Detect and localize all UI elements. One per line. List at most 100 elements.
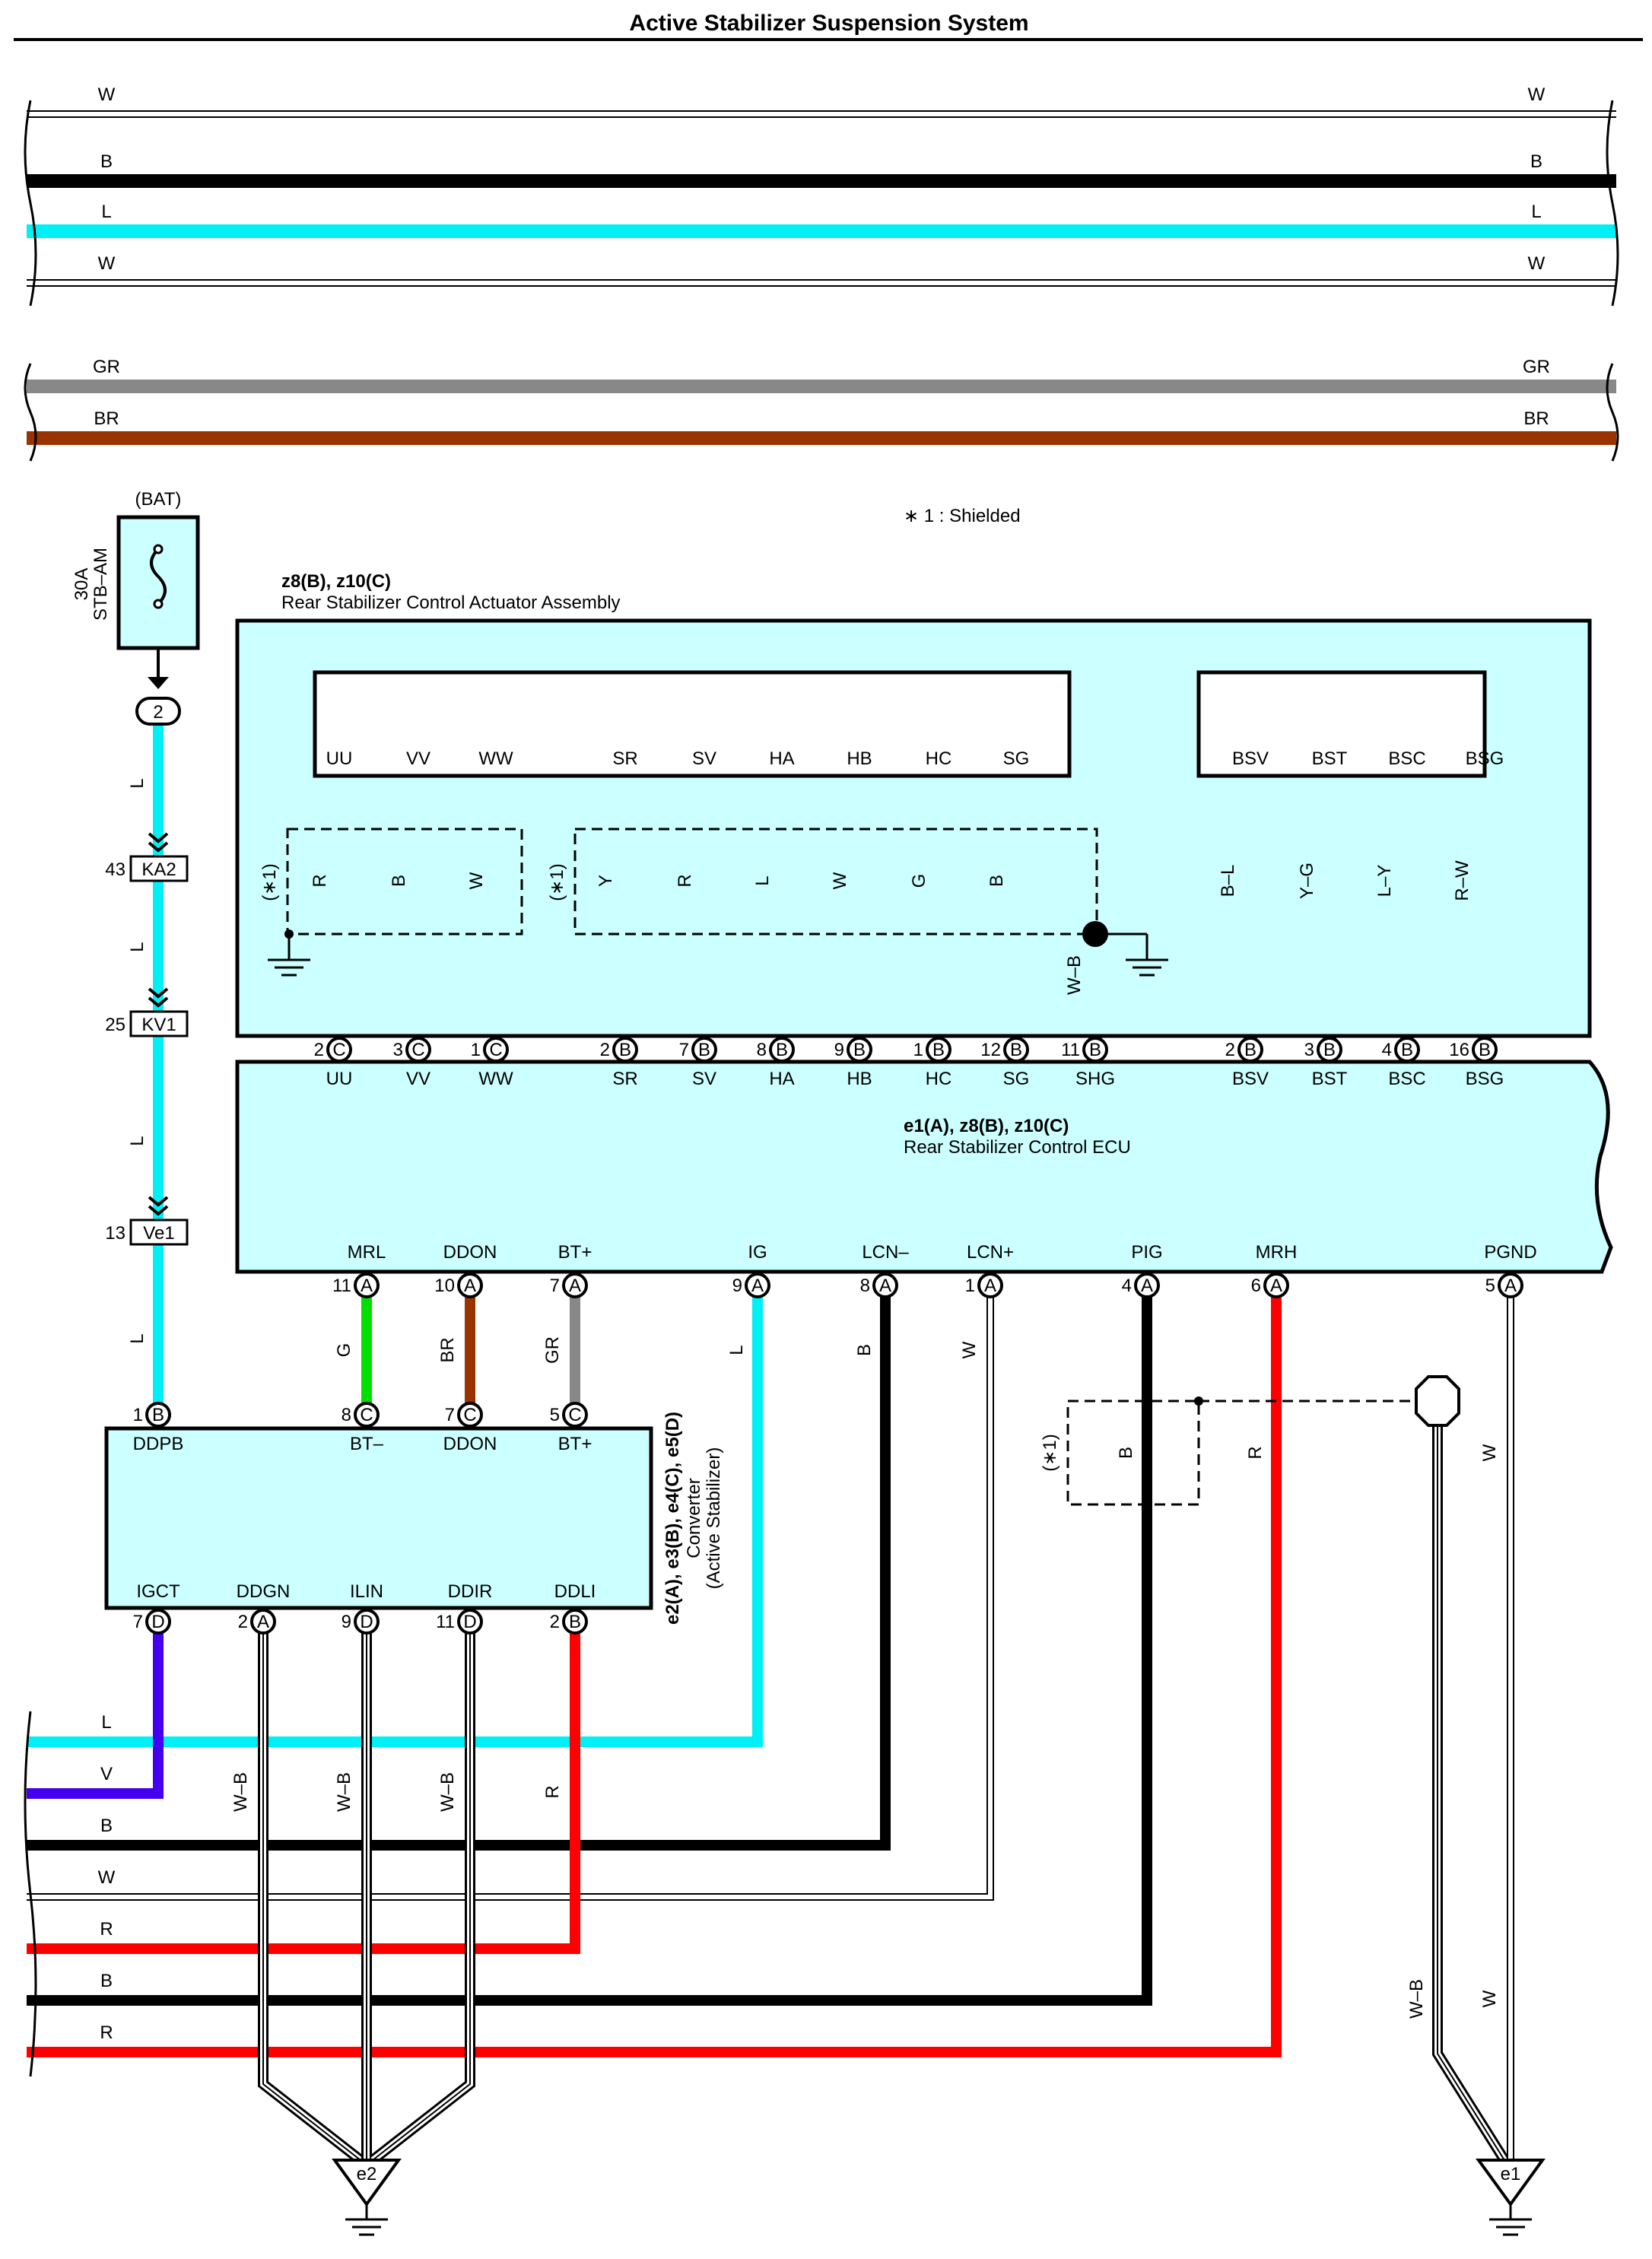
actuator-wire-color: R	[675, 874, 695, 887]
ecu-bottom-pin-2-conn-letter: A	[569, 1276, 581, 1296]
top-wire-label-left: W	[98, 253, 116, 274]
converter-top-pin-0-pin-number: 1	[133, 1405, 143, 1425]
top-wire-label-right: W	[1528, 253, 1546, 274]
wire-WB-2-core	[370, 1620, 473, 2163]
ecu-bottom-pin-0-pin-number: 11	[332, 1276, 351, 1296]
ecu-bottom-pin-6-conn-letter: A	[1141, 1276, 1153, 1296]
ecu-bottom-terminal-name: DDON	[443, 1242, 497, 1263]
e2-label: e2	[357, 2164, 377, 2184]
ecu-bottom-terminal-name: MRH	[1256, 1242, 1298, 1263]
break-right-mid	[1606, 363, 1619, 462]
actuator-wire-color: B	[389, 875, 409, 887]
converter-top-terminal-name: BT–	[350, 1434, 384, 1454]
wire-DDLI	[27, 1620, 580, 1954]
converter-top-pin-3-pin-number: 5	[550, 1405, 560, 1425]
ecu-pin-UU-circle	[326, 1037, 352, 1063]
ecu-pin-BSC-circle	[1394, 1037, 1420, 1063]
ecu-pin-HA-pin-number: 8	[757, 1040, 767, 1060]
chain-pin-number: 13	[105, 1223, 125, 1244]
actuator-terminal-name: HB	[847, 748, 872, 769]
ecu-pin-SR-pin-number: 2	[600, 1040, 610, 1060]
fuse-end-b	[153, 599, 164, 609]
ecu-bottom-pin-1-conn-letter: A	[464, 1276, 476, 1296]
converter-top-pin-0-conn-letter: B	[152, 1405, 164, 1425]
fuse-end-a	[153, 544, 164, 554]
ecu-pin-SHG-circle	[1082, 1037, 1108, 1063]
chain-junction-arrow	[148, 832, 169, 853]
wire-WB-0-stripe	[262, 1620, 361, 2161]
ecu-bottom-pin-3-pin-number: 9	[732, 1276, 742, 1296]
converter-top-terminal-name: DDPB	[133, 1434, 184, 1454]
top-wire-label-left: BR	[94, 408, 119, 429]
ecu-pin-VV-circle	[405, 1037, 431, 1063]
ecu-pin-HB-circle	[847, 1037, 872, 1063]
chain-connector-name: KV1	[141, 1015, 176, 1035]
ecu-terminal-name: UU	[326, 1069, 353, 1089]
wire-e1-WB	[1432, 1425, 1509, 2163]
ecu-bottom-pin-7-conn-letter: A	[1270, 1276, 1282, 1296]
converter-top-pin-2-conn-letter: C	[463, 1405, 476, 1425]
shield-label-b: (∗1)	[547, 863, 567, 901]
chain-pin-number: 43	[105, 859, 125, 880]
converter-top-terminal-name: DDON	[443, 1434, 497, 1454]
converter-bottom-pin-3-circle	[457, 1609, 483, 1635]
shield-octagon	[1415, 1375, 1460, 1427]
converter-bottom-terminal-name: IGCT	[136, 1581, 180, 1602]
chain-pin-number: 25	[105, 1015, 125, 1035]
ecu-pin-HC-conn-letter: B	[932, 1040, 945, 1060]
top-wire-label-left: W	[98, 84, 116, 105]
ecu-bottom-pin-7-pin-number: 6	[1251, 1276, 1261, 1296]
ecu-pin-BSV-circle	[1237, 1037, 1263, 1063]
ecu-pin-SHG-pin-number: 11	[1061, 1040, 1080, 1060]
ecu-terminal-name: BSG	[1466, 1069, 1504, 1089]
actuator-sensor-block	[1196, 670, 1487, 778]
wire-IGCT	[27, 1620, 164, 1799]
components-layer	[104, 515, 1613, 1610]
top-wire-label-left: L	[101, 202, 111, 222]
ecu-terminal-name: VV	[406, 1069, 430, 1089]
ecu-bottom-terminal-name: LCN+	[967, 1242, 1014, 1263]
ecu-bottom-pin-4-circle	[872, 1272, 898, 1298]
chain-connector	[129, 1218, 189, 1246]
actuator-terminal-name: BSC	[1388, 748, 1425, 769]
ecu-box	[235, 1060, 1613, 1274]
ecu-pin-BSC-pin-number: 4	[1382, 1040, 1392, 1060]
ecu-bottom-pin-2-circle	[562, 1272, 588, 1298]
wire-e1-WB-stripe	[1437, 1425, 1505, 2161]
ecu-bottom-pin-0-circle	[354, 1272, 380, 1298]
actuator-terminal-name: SG	[1003, 748, 1030, 769]
ecu-pin-BST-pin-number: 3	[1304, 1040, 1314, 1060]
actuator-terminal-name: BSV	[1232, 748, 1269, 769]
wire-LCN-minus	[27, 1285, 891, 1851]
shield-box-b	[573, 828, 1098, 936]
converter-top-pin-1-pin-number: 8	[342, 1405, 351, 1425]
actuator-terminal-name: SV	[692, 748, 716, 769]
bottom-wire-label: B	[100, 1816, 113, 1836]
ecu-pin-BST-circle	[1317, 1037, 1342, 1063]
ecu-pin-HB-conn-letter: B	[853, 1040, 866, 1060]
top-wire-label-right: W	[1528, 84, 1546, 105]
ecu-bottom-pin-6-pin-number: 4	[1122, 1276, 1132, 1296]
ecu-terminal-name: HB	[847, 1069, 872, 1089]
converter-bottom-pin-2-conn-letter: D	[360, 1612, 373, 1632]
chain-connector	[129, 1010, 189, 1037]
fuse-rating: 30A	[71, 568, 92, 601]
ecu-pin-HC-circle	[926, 1037, 951, 1063]
converter-bottom-pin-1-circle	[250, 1609, 276, 1635]
wire-PGND-color-2: W	[1479, 1990, 1500, 2007]
ecu-terminal-name: SG	[1003, 1069, 1030, 1089]
actuator-wire-color: W	[466, 872, 487, 889]
converter-name: Converter	[684, 1478, 704, 1558]
wire-PGND-color: W	[1479, 1444, 1500, 1461]
ecu-bottom-pin-4-conn-letter: A	[879, 1276, 891, 1296]
actuator-wire-color: W	[830, 872, 850, 889]
wire-LCN-plus-core	[27, 1285, 993, 1899]
ecu-name: Rear Stabilizer Control ECU	[904, 1137, 1131, 1158]
ecu-bottom-pin-8-conn-letter: A	[1504, 1276, 1517, 1296]
ecu-bottom-pin-2-pin-number: 7	[550, 1276, 560, 1296]
fuse-symbol	[150, 548, 167, 605]
actuator-wire-color: G	[909, 874, 929, 888]
actuator-terminal-name: UU	[326, 748, 353, 769]
ecu-bottom-pin-1-pin-number: 10	[434, 1276, 455, 1296]
